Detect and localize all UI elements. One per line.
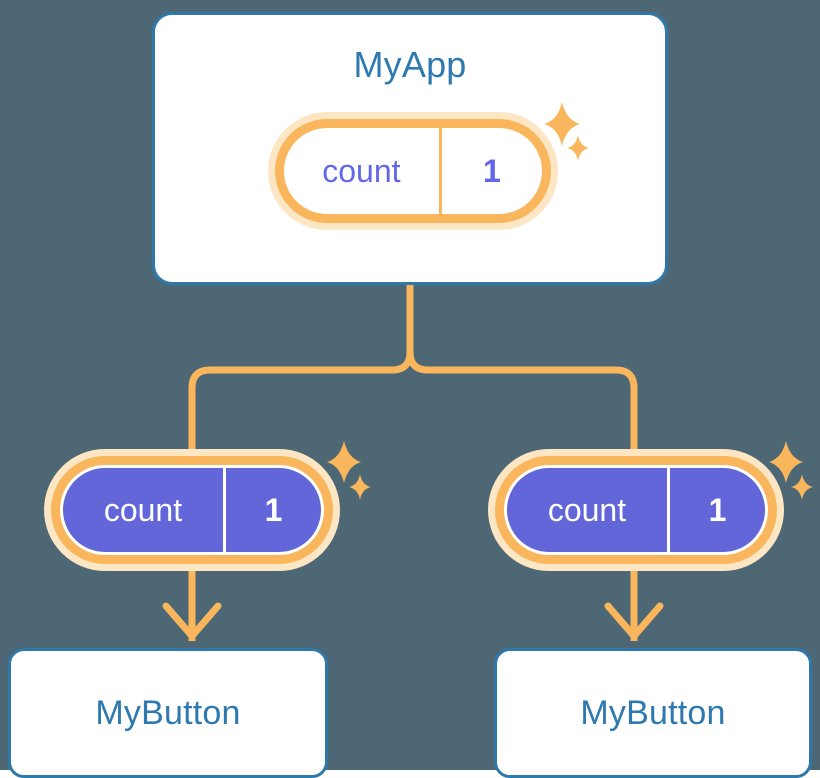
state-value: 1 (438, 128, 542, 214)
component-card-myapp[interactable]: MyApp (152, 12, 668, 285)
card-title-mybutton-left: MyButton (95, 694, 241, 732)
sparkle-icon (791, 474, 813, 500)
state-value: 1 (666, 468, 765, 552)
pill-body: count 1 (284, 128, 542, 214)
sparkle-icon (327, 441, 361, 483)
state-key: count (547, 492, 627, 528)
component-card-mybutton-right[interactable]: MyButton (494, 648, 812, 778)
pill-body: count 1 (60, 465, 324, 555)
state-pill-right-branch[interactable]: count 1 (488, 449, 784, 571)
state-value: 1 (222, 468, 321, 552)
component-card-mybutton-left[interactable]: MyButton (8, 648, 328, 778)
arrow-to-right-button (604, 570, 664, 641)
arrow-to-left-button (162, 570, 222, 641)
state-pill-left-branch[interactable]: count 1 (44, 449, 340, 571)
card-title-mybutton-right: MyButton (580, 694, 726, 732)
connector-trunk-right (406, 281, 638, 456)
card-title-myapp: MyApp (353, 44, 467, 85)
state-pill-myapp[interactable]: count 1 (268, 112, 558, 230)
pill-body: count 1 (504, 465, 768, 555)
connector-trunk-left (188, 281, 414, 456)
sparkle-icon (349, 474, 371, 500)
state-key: count (322, 153, 401, 189)
state-key: count (103, 492, 183, 528)
